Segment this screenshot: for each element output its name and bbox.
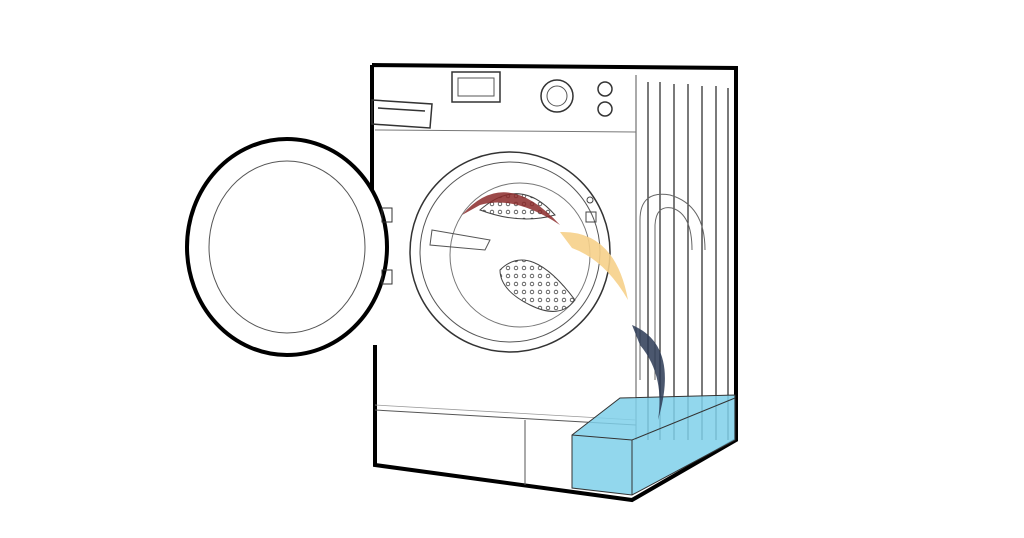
machine-body-outline (370, 63, 738, 503)
door-outer (185, 137, 389, 357)
warm-air-arrow (560, 231, 628, 300)
cool-air-arrow (632, 325, 665, 420)
heat-exchanger-fins (647, 82, 729, 440)
air-duct-inner (654, 207, 693, 380)
button-bottom (597, 101, 613, 117)
display-screen (451, 71, 501, 103)
display-inner (457, 77, 495, 97)
control-panel-divider (374, 129, 637, 133)
sensor-1 (585, 211, 597, 223)
sensor-2 (586, 196, 594, 204)
air-duct (639, 193, 706, 380)
door-glass (208, 160, 366, 334)
water-tank (571, 394, 736, 496)
program-knob (540, 79, 574, 113)
water-tank-top-edge (571, 397, 736, 495)
drum-opening-inner (419, 161, 601, 343)
drum-opening-outer (409, 151, 611, 353)
program-knob-inner (546, 85, 568, 107)
drum-paddle-bottom (499, 259, 576, 312)
base-line-2 (374, 404, 637, 421)
door-hinge-bottom (381, 269, 393, 285)
hot-air-arrow (462, 192, 560, 225)
drum-paddle-left (429, 229, 491, 251)
detergent-drawer (371, 99, 433, 129)
button-top (597, 81, 613, 97)
door-hinge-top (381, 207, 393, 223)
